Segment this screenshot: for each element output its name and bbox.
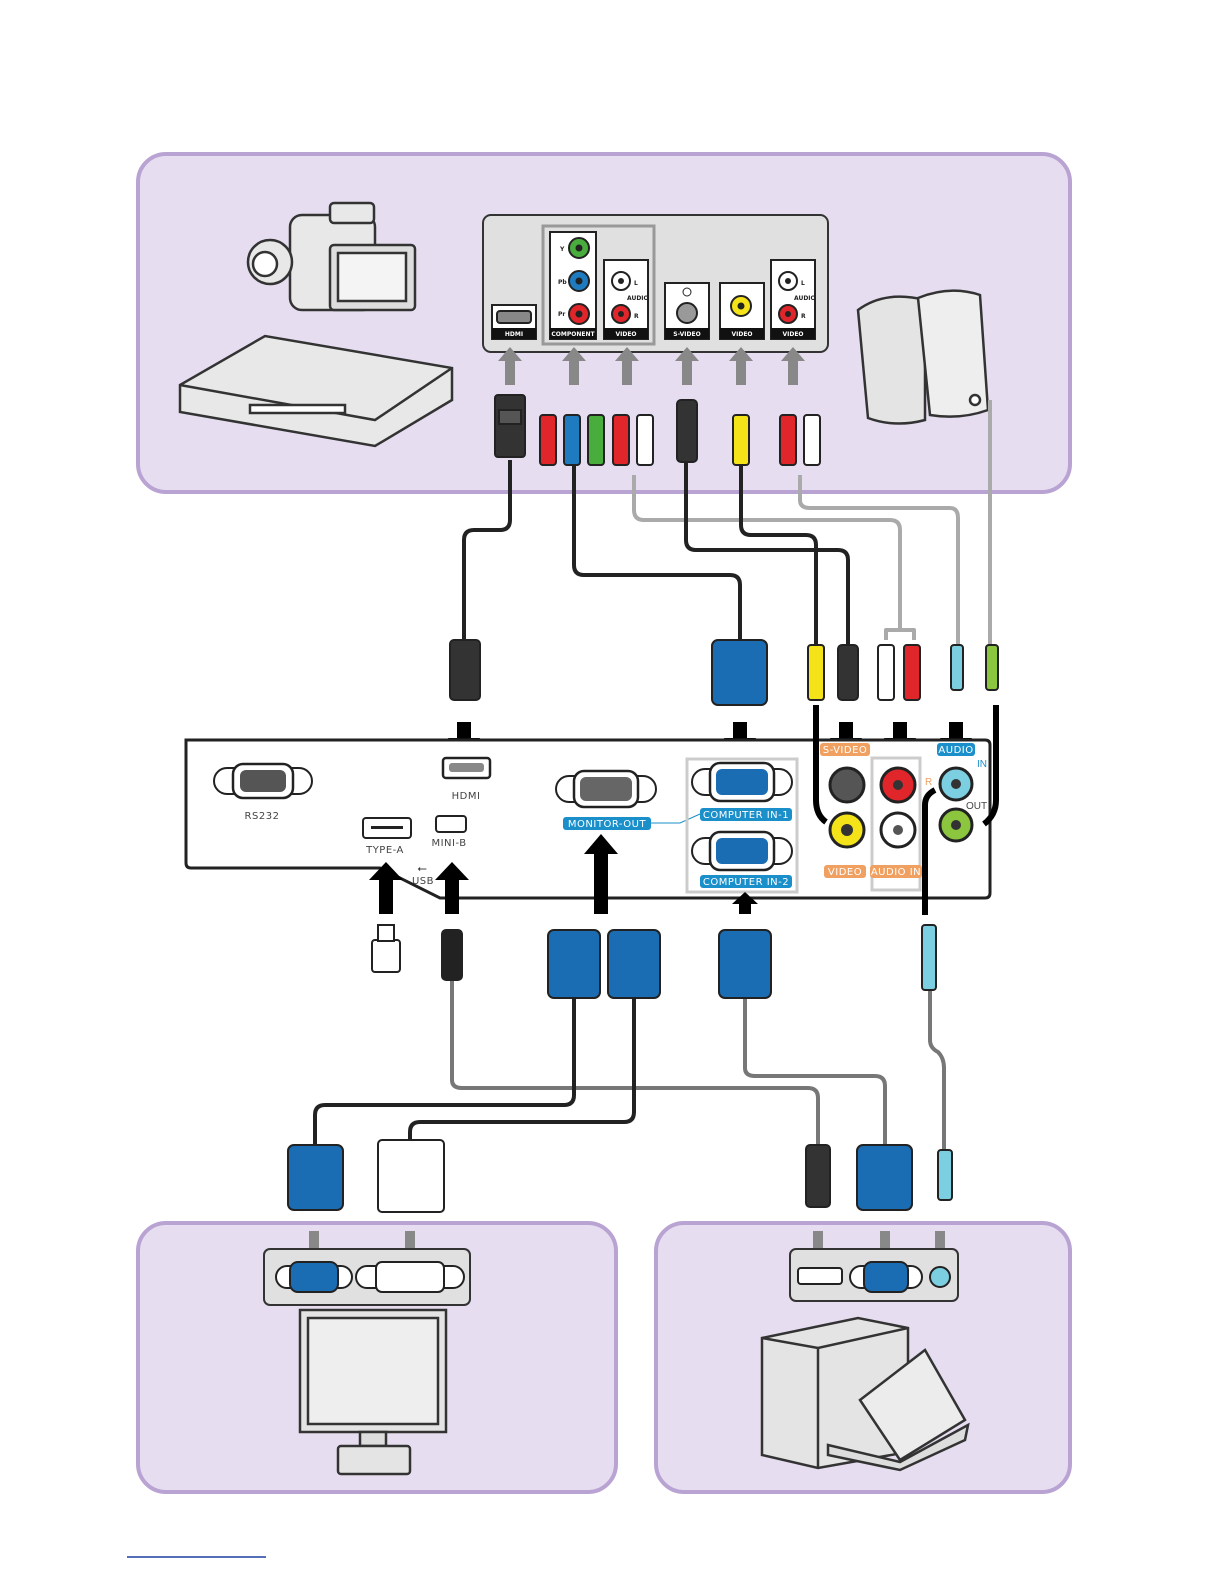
mini-b-label: MINI-B (431, 838, 466, 849)
video-jack-label-2: VIDEO (782, 331, 803, 338)
computer-in-1-label: COMPUTER IN-1 (703, 810, 789, 821)
audio-label-1: AUDIO (627, 295, 649, 302)
monitor-out-port[interactable] (556, 771, 656, 807)
hdmi-label: HDMI (452, 791, 481, 802)
audio-cable-1 (634, 475, 900, 630)
type-a-label: TYPE-A (365, 845, 404, 856)
computer-in-1-port[interactable] (692, 763, 792, 801)
vga-computer-cable (745, 995, 885, 1145)
video-jack-label-1: VIDEO (615, 331, 636, 338)
monitor-out-label: MONITOR-OUT (568, 819, 647, 830)
svideo-jack-label: S-VIDEO (673, 331, 700, 338)
video-jack-label: VIDEO (731, 331, 752, 338)
projector-output-plugs (372, 925, 936, 998)
device-plugs (288, 1140, 952, 1212)
audio-pc-cable (930, 990, 944, 1150)
pin-pb: Pb (558, 279, 567, 286)
computer-in-2-port[interactable] (692, 832, 792, 870)
computer-in-2-label: COMPUTER IN-2 (703, 877, 789, 888)
audio-r-label-2: R (801, 313, 806, 320)
svideo-label: S-VIDEO (823, 745, 868, 756)
pin-y: Y (559, 246, 565, 253)
audio-label: AUDIO (938, 745, 973, 756)
usb-mini-b-port[interactable] (436, 816, 466, 832)
monitor-port-panel (264, 1249, 470, 1305)
audio-cable-2 (800, 475, 958, 645)
projector-input-plugs (450, 640, 998, 705)
usb-symbol-icon: ⭠ (417, 861, 427, 875)
audio-label-2: AUDIO (794, 295, 816, 302)
hdmi-jack-label: HDMI (505, 331, 523, 338)
audio-out-label: OUT (966, 801, 987, 812)
rs232-label: RS232 (245, 811, 280, 822)
pin-pr: Pr (558, 311, 565, 318)
vga-dvi-cable (410, 995, 634, 1145)
rs232-port[interactable] (214, 764, 312, 798)
audio-in-label: AUDIO IN (871, 867, 921, 878)
audio-in-short-label: IN (977, 759, 987, 770)
svideo-port[interactable] (830, 768, 864, 802)
audio-l-label-1: L (634, 280, 638, 287)
usb-label: USB (412, 876, 434, 887)
audio-r-label-1: R (634, 313, 639, 320)
component-jack-label: COMPONENT (551, 331, 595, 338)
audio-r-label: R (925, 777, 932, 788)
audio-l-label-2: L (801, 280, 805, 287)
speakers-icon (858, 291, 988, 424)
computer-port-panel (790, 1249, 958, 1301)
source-jack-panel: HDMI Y Pb Pr COMPONENT AUDIO L R VIDEO S… (483, 215, 828, 352)
projector-rear-panel: RS232 HDMI TYPE-A MINI-B ⭠ USB MONITOR-O… (186, 740, 990, 898)
video-label: VIDEO (828, 867, 862, 878)
